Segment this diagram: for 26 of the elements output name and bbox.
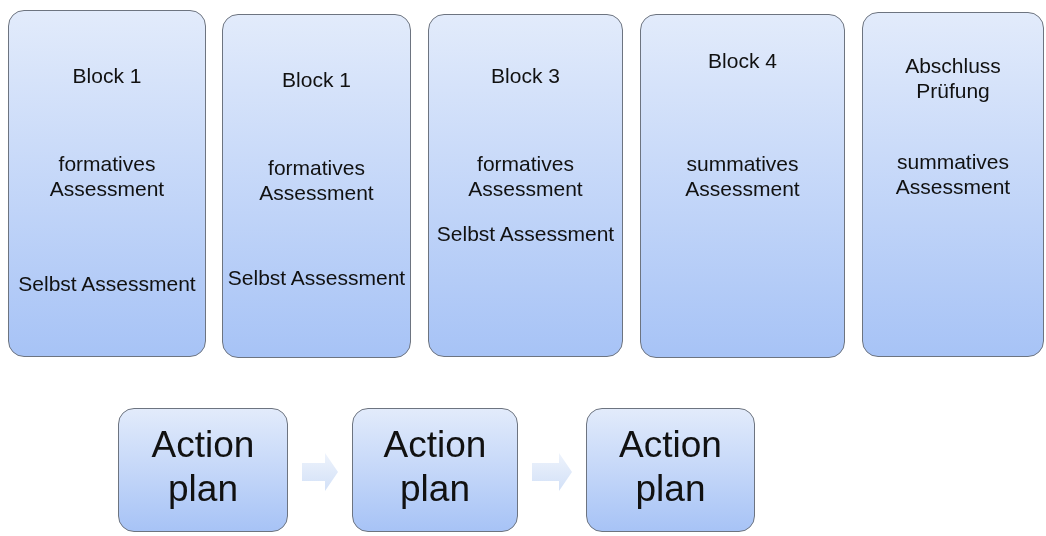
- block-text: Selbst Assessment: [435, 221, 616, 246]
- block-title: Block 1: [281, 67, 352, 92]
- block-box: [862, 12, 1044, 357]
- block-text: Selbst Assessment: [17, 271, 197, 296]
- block-box: [8, 10, 206, 357]
- block-text: summatives Assessment: [684, 151, 801, 201]
- action-plan-box: [118, 408, 288, 532]
- box-label: Action plan: [618, 423, 723, 511]
- block-text: formatives Assessment: [48, 151, 166, 201]
- action-plan-box: [586, 408, 755, 532]
- box-label: Action plan: [150, 423, 256, 511]
- block-title: Block 3: [490, 63, 561, 88]
- block-text: Selbst Assessment: [227, 265, 406, 290]
- block-title: Block 1: [71, 63, 143, 88]
- block-arrow: [532, 453, 572, 491]
- block-box: [640, 14, 845, 358]
- block-box: [222, 14, 411, 358]
- block-text: formatives Assessment: [467, 151, 584, 201]
- block-text: formatives Assessment: [258, 155, 375, 205]
- block-title: Block 4: [707, 48, 778, 73]
- block-text: summatives Assessment: [894, 149, 1012, 199]
- action-plan-box: [352, 408, 518, 532]
- box-label: Action plan: [382, 423, 488, 511]
- block-box: [428, 14, 623, 357]
- block-arrow: [302, 453, 338, 491]
- block-title: Abschluss Prüfung: [904, 53, 1002, 103]
